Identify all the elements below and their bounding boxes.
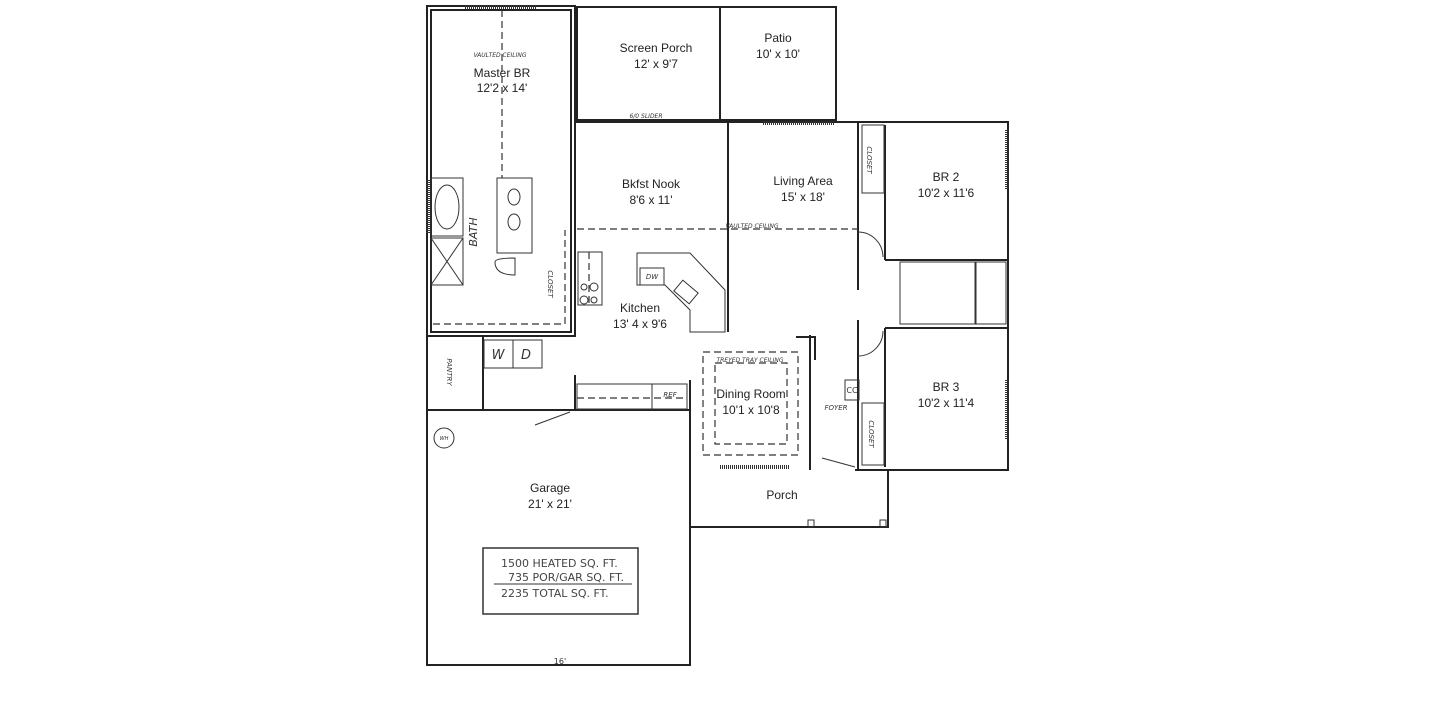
dryer-label: D — [521, 348, 531, 363]
patio-size: 10' x 10' — [756, 47, 800, 61]
porch-label: Porch — [766, 488, 797, 502]
patio-label: Patio — [764, 31, 792, 45]
bkfst-nook-size: 8'6 x 11' — [629, 193, 672, 207]
kitchen-label: Kitchen — [620, 301, 660, 315]
fridge-label: REF — [663, 391, 677, 399]
dining-ceiling-note: TREYED TRAY CEILING — [716, 357, 783, 364]
screen-porch-size: 12' x 9'7 — [634, 57, 678, 71]
bath-label: BATH — [467, 217, 480, 246]
total-sqft: 2235 TOTAL SQ. FT. — [501, 587, 609, 600]
dashed-lines — [433, 10, 858, 456]
heated-sqft: 1500 HEATED SQ. FT. — [501, 557, 618, 570]
master-br-label: Master BR — [474, 66, 531, 80]
coat-closet-label: CC — [846, 386, 858, 395]
pantry-label: PANTRY — [445, 358, 453, 386]
bkfst-nook-label: Bkfst Nook — [622, 177, 681, 191]
slider-label: 6/0 SLIDER — [629, 113, 662, 120]
foyer-label: FOYER — [824, 404, 847, 412]
br2-label: BR 2 — [933, 170, 960, 184]
dining-room-label: Dining Room — [716, 387, 785, 401]
living-area-label: Living Area — [773, 174, 833, 188]
dishwasher-label: DW — [646, 273, 659, 281]
br3-label: BR 3 — [933, 380, 960, 394]
garage-door-label: 16' — [554, 657, 566, 666]
living-ceiling-note: VAULTED CEILING — [725, 223, 778, 230]
garage-size: 21' x 21' — [528, 497, 572, 511]
master-closet-label: CLOSET — [546, 270, 554, 298]
kitchen-size: 13' 4 x 9'6 — [613, 317, 667, 331]
dining-room-size: 10'1 x 10'8 — [722, 403, 780, 417]
br2-closet-label: CLOSET — [865, 146, 873, 174]
washer-label: W — [492, 348, 506, 363]
living-area-size: 15' x 18' — [781, 190, 825, 204]
garage-label: Garage — [530, 481, 570, 495]
water-heater-label: WH — [440, 436, 449, 442]
porch-garage-sqft: 735 POR/GAR SQ. FT. — [508, 571, 624, 584]
br3-size: 10'2 x 11'4 — [918, 396, 975, 410]
br3-closet-label: CLOSET — [867, 420, 875, 448]
screen-porch-label: Screen Porch — [620, 41, 693, 55]
square-footage-box: 1500 HEATED SQ. FT. 735 POR/GAR SQ. FT. … — [482, 547, 639, 615]
master-ceiling-note: VAULTED CEILING — [473, 52, 526, 59]
windows — [426, 5, 1009, 469]
master-br-size: 12'2 x 14' — [477, 81, 528, 95]
br2-size: 10'2 x 11'6 — [918, 186, 975, 200]
